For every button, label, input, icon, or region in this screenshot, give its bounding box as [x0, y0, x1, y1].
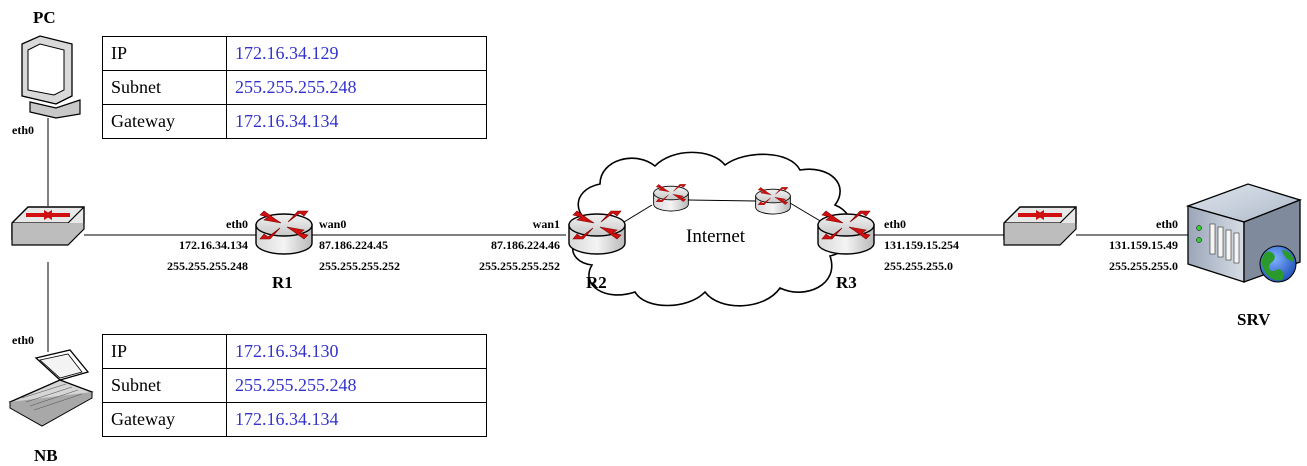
- router-r1-icon: [255, 210, 313, 255]
- r3-right-iface: eth0: [884, 217, 906, 231]
- r3-right-mask: 255.255.255.0: [884, 259, 953, 273]
- pc-name: PC: [33, 8, 56, 27]
- table-row: Subnet 255.255.255.248: [102, 368, 487, 403]
- srv-ip: 131.159.15.49: [1109, 238, 1178, 252]
- r1-left-ip: 172.16.34.134: [179, 238, 248, 252]
- table-key: Gateway: [102, 402, 227, 437]
- r1-right-iface: wan0: [319, 217, 347, 231]
- internet-label: Internet: [686, 226, 746, 247]
- r1-right-mask: 255.255.255.252: [319, 259, 400, 273]
- table-row: Gateway 172.16.34.134: [102, 402, 487, 437]
- r2-left-ip: 87.186.224.46: [491, 238, 560, 252]
- nb-config-table: IP 172.16.34.130 Subnet 255.255.255.248 …: [102, 334, 487, 437]
- r2-left-iface: wan1: [532, 217, 560, 231]
- router-r3-icon: [817, 210, 875, 255]
- table-row: Subnet 255.255.255.248: [102, 70, 487, 105]
- pc-iface: eth0: [12, 123, 34, 137]
- pc-config-table: IP 172.16.34.129 Subnet 255.255.255.248 …: [102, 36, 487, 139]
- cloud-router-a: [653, 184, 689, 212]
- nb-iface: eth0: [12, 333, 34, 347]
- table-row: IP 172.16.34.129: [102, 36, 487, 71]
- nb-name: NB: [34, 446, 58, 465]
- table-value: 255.255.255.248: [226, 368, 487, 403]
- table-value: 172.16.34.134: [226, 104, 487, 139]
- switch-right-icon: [1003, 206, 1077, 246]
- table-key: IP: [102, 36, 227, 71]
- table-row: IP 172.16.34.130: [102, 334, 487, 369]
- srv-iface: eth0: [1156, 217, 1178, 231]
- table-value: 172.16.34.130: [226, 334, 487, 369]
- r1-name: R1: [272, 273, 293, 292]
- table-value: 255.255.255.248: [226, 70, 487, 105]
- server-icon: [1185, 183, 1302, 283]
- r1-left-mask: 255.255.255.248: [167, 259, 248, 273]
- notebook-icon: [8, 349, 94, 427]
- r1-left-iface: eth0: [226, 217, 248, 231]
- globe-icon: [1259, 245, 1297, 283]
- r2-name: R2: [586, 273, 607, 292]
- router-r2-icon: [568, 210, 626, 255]
- table-row: Gateway 172.16.34.134: [102, 104, 487, 139]
- r1-right-ip: 87.186.224.45: [319, 238, 388, 252]
- table-value: 172.16.34.134: [226, 402, 487, 437]
- r3-right-ip: 131.159.15.254: [884, 238, 959, 252]
- table-key: Subnet: [102, 70, 227, 105]
- r2-left-mask: 255.255.255.252: [479, 259, 560, 273]
- table-value: 172.16.34.129: [226, 36, 487, 71]
- srv-mask: 255.255.255.0: [1109, 259, 1178, 273]
- r3-name: R3: [836, 273, 857, 292]
- table-key: IP: [102, 334, 227, 369]
- cloud-router-b: [755, 187, 791, 215]
- table-key: Gateway: [102, 104, 227, 139]
- links: [47, 118, 1188, 352]
- srv-name: SRV: [1237, 310, 1271, 329]
- table-key: Subnet: [102, 368, 227, 403]
- pc-icon: [21, 35, 81, 119]
- switch-left-icon: [11, 206, 85, 246]
